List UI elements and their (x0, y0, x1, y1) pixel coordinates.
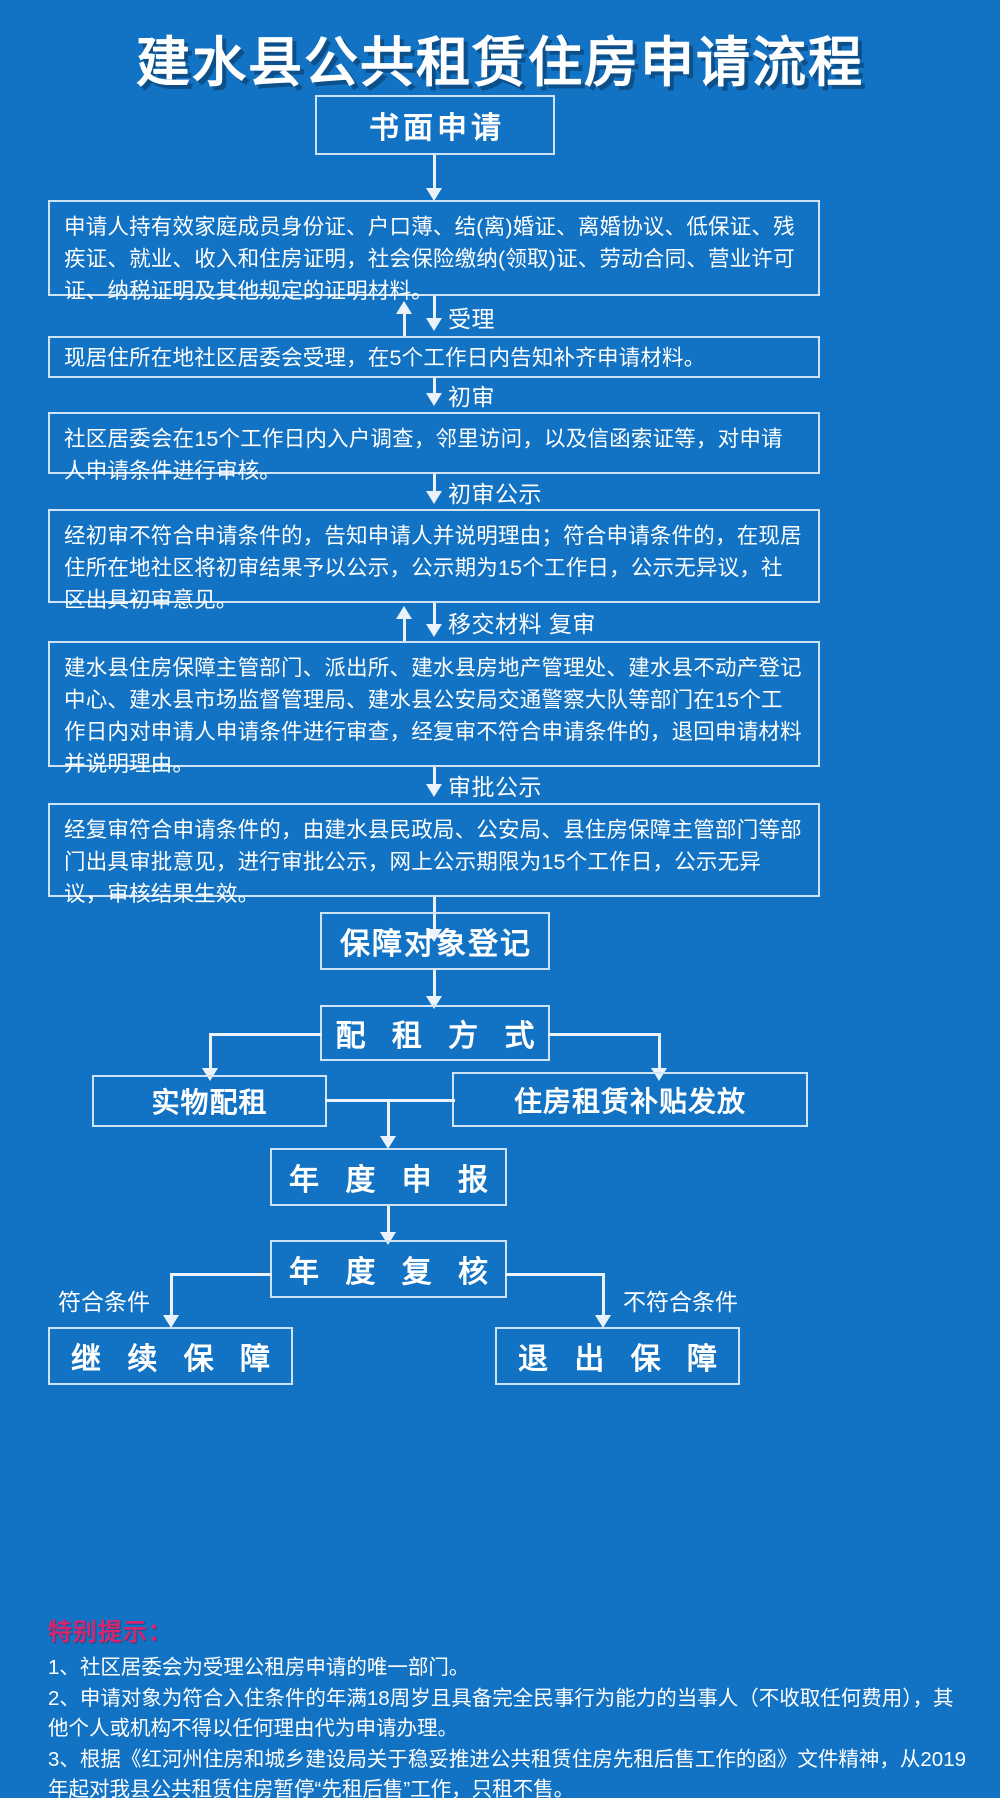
arrow-accept-to-first-review (426, 393, 442, 406)
arrow-start-to-materials (426, 188, 442, 201)
branch-line-allocation-left (209, 1033, 322, 1036)
connector-recheck-to-approval-publicity (433, 767, 436, 789)
connector-first-publicity-to-recheck (433, 603, 436, 629)
branch-label-unqualified: 不符合条件 (623, 1289, 738, 1315)
node-allocation-physical[interactable]: 实物配租 (92, 1075, 327, 1127)
connector-first-review-to-first-publicity (433, 474, 436, 496)
node-recheck: 建水县住房保障主管部门、派出所、建水县房地产管理处、建水县不动产登记中心、建水县… (48, 641, 820, 776)
node-annual-recheck[interactable]: 年 度 复 核 (270, 1240, 507, 1298)
branch-line-recheck-right (505, 1273, 605, 1276)
node-first-review: 社区居委会在15个工作日内入户调查，邻里访问，以及信函索证等，对申请人申请条件进… (48, 412, 820, 483)
arrow-recheck-to-continue (163, 1315, 179, 1328)
arrow-accept-to-materials-return (396, 301, 412, 314)
node-allocation-mode[interactable]: 配 租 方 式 (320, 1005, 550, 1061)
connector-registration-to-allocation (433, 970, 436, 1002)
note-item: 1、社区居委会为受理公租房申请的唯一部门。 (48, 1656, 470, 1679)
node-materials: 申请人持有效家庭成员身份证、户口薄、结(离)婚证、离婚协议、低保证、残疾证、就业… (48, 200, 820, 303)
arrow-first-review-to-first-publicity (426, 491, 442, 504)
arrow-recheck-to-approval-publicity (426, 784, 442, 797)
node-approval-publicity: 经复审符合申请条件的，由建水县民政局、公安局、县住房保障主管部门等部门出具审批意… (48, 803, 820, 906)
connector-materials-to-accept (433, 296, 436, 324)
edge-label-accept: 受理 (448, 306, 495, 332)
note-item: 2、申请对象为符合入住条件的年满18周岁且具备完全民事行为能力的当事人（不收取任… (48, 1687, 954, 1740)
branch-drop-allocation-right (658, 1033, 661, 1075)
arrow-allocation-to-physical (202, 1068, 218, 1081)
join-drop-to-annual-declaration (387, 1099, 390, 1143)
edge-label-first-publicity: 初审公示 (448, 481, 542, 507)
node-outcome-continue[interactable]: 继 续 保 障 (48, 1327, 293, 1385)
connector-accept-to-materials-return (403, 311, 406, 337)
arrow-allocation-to-subsidy (651, 1068, 667, 1081)
branch-drop-recheck-right (602, 1273, 605, 1322)
edge-label-transfer-recheck: 移交材料 复审 (448, 611, 596, 637)
node-annual-declaration[interactable]: 年 度 申 报 (270, 1148, 507, 1206)
node-outcome-exit[interactable]: 退 出 保 障 (495, 1327, 740, 1385)
notes-heading: 特别提示： (48, 1619, 173, 1646)
edge-label-approval-publicity: 审批公示 (448, 774, 542, 800)
node-written-application[interactable]: 书面申请 (315, 95, 555, 155)
note-item: 3、根据《红河州住房和城乡建设局关于稳妥推进公共租赁住房先租后售工作的函》文件精… (48, 1748, 967, 1798)
node-allocation-subsidy[interactable]: 住房租赁补贴发放 (452, 1072, 808, 1127)
page-title: 建水县公共租赁住房申请流程 (136, 33, 864, 93)
arrow-recheck-to-exit (595, 1315, 611, 1328)
branch-drop-recheck-left (170, 1273, 173, 1322)
arrow-recheck-return (396, 606, 412, 619)
arrow-join-to-annual-declaration (380, 1136, 396, 1149)
connector-start-to-materials (433, 155, 436, 195)
connector-declaration-to-recheck (387, 1206, 390, 1238)
arrow-materials-to-accept (426, 318, 442, 331)
notes-section: 特别提示： 1、社区居委会为受理公租房申请的唯一部门。 2、申请对象为符合入住条… (48, 1612, 968, 1798)
node-first-publicity: 经初审不符合申请条件的，告知申请人并说明理由；符合申请条件的，在现居住所在地社区… (48, 509, 820, 612)
connector-accept-to-first-review (433, 378, 436, 398)
branch-line-recheck-left (170, 1273, 272, 1276)
node-accept: 现居住所在地社区居委会受理，在5个工作日内告知补齐申请材料。 (48, 336, 820, 378)
connector-approval-to-registration (433, 897, 436, 937)
edge-label-first-review: 初审 (448, 384, 495, 410)
branch-label-qualified: 符合条件 (58, 1289, 150, 1315)
node-registration[interactable]: 保障对象登记 (320, 912, 550, 970)
branch-drop-allocation-left (209, 1033, 212, 1075)
connector-recheck-return (403, 616, 406, 642)
arrow-first-publicity-to-recheck (426, 624, 442, 637)
arrow-approval-to-registration (426, 929, 442, 942)
branch-line-allocation-right (548, 1033, 661, 1036)
join-line-physical-to-center (325, 1099, 455, 1102)
